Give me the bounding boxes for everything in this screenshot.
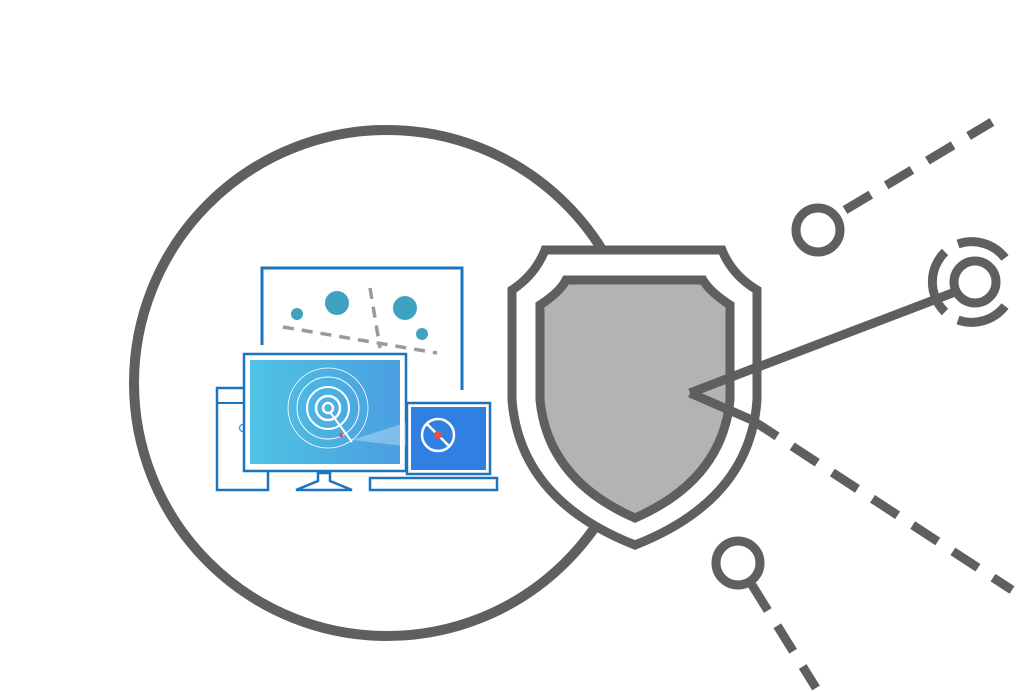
network-node-icon [791, 203, 845, 257]
laptop-blocked-threat-icon [368, 401, 499, 492]
arrow-overlay-lower [688, 388, 754, 425]
dashed-link-bottom [748, 582, 820, 691]
signal-arc-bottom [956, 303, 1009, 327]
whiteboard-map-icon [260, 266, 464, 390]
dashed-link-top [842, 118, 995, 214]
active-node-icon [949, 256, 1001, 308]
shield-icon [535, 275, 735, 523]
signal-arc-top [956, 237, 1009, 261]
network-node-icon [711, 536, 765, 590]
arrow-overlay [688, 361, 762, 398]
dashed-link-right [749, 416, 1015, 594]
monitor-radar-icon [242, 352, 420, 492]
signal-arc-left [927, 248, 949, 316]
